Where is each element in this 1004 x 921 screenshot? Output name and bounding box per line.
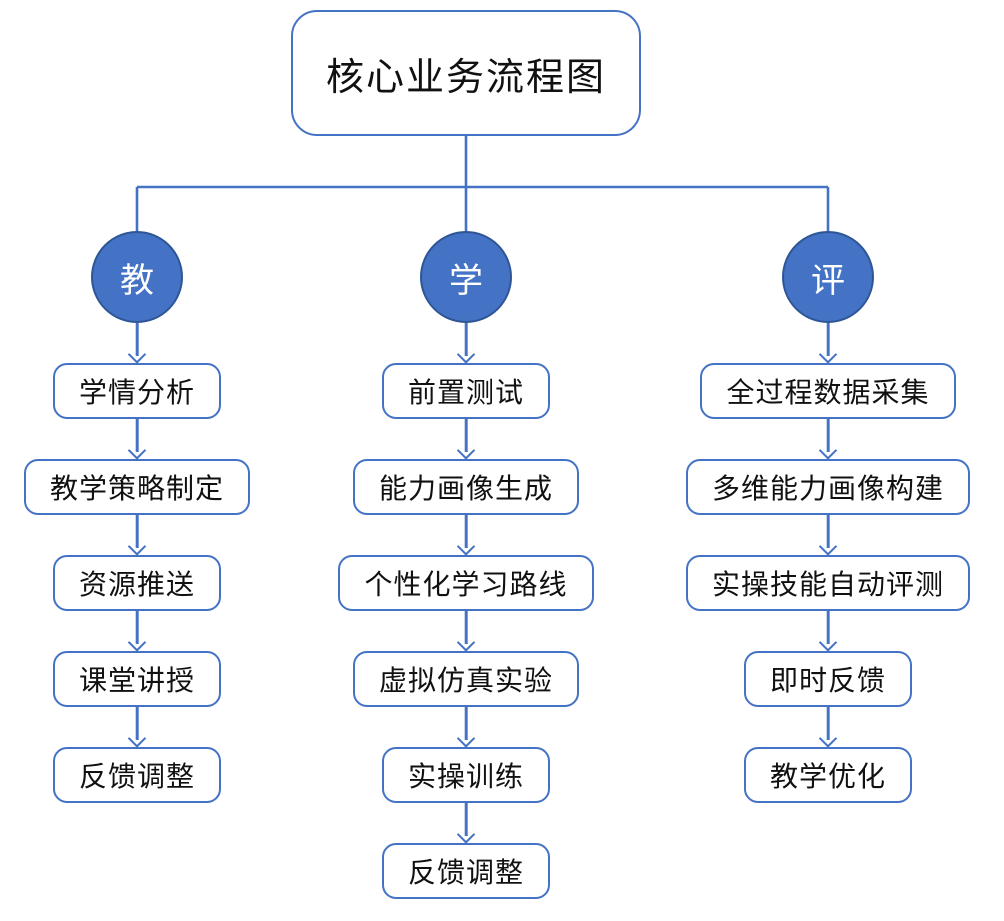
branch-teach-circle: 教 — [91, 231, 183, 323]
down-arrow-icon — [127, 707, 147, 747]
flow-step: 实操训练 — [381, 747, 550, 803]
branch-eval-circle: 评 — [782, 231, 874, 323]
down-arrow-icon — [818, 419, 838, 459]
flow-step: 前置测试 — [381, 363, 550, 419]
flow-step: 反馈调整 — [381, 843, 550, 899]
diagram-title: 核心业务流程图 — [291, 10, 641, 136]
down-arrow-icon — [818, 323, 838, 363]
flow-step: 即时反馈 — [743, 651, 912, 707]
down-arrow-icon — [456, 515, 476, 555]
down-arrow-icon — [127, 515, 147, 555]
flow-step: 实操技能自动评测 — [685, 555, 970, 611]
down-arrow-icon — [127, 419, 147, 459]
branch-learn-circle: 学 — [420, 231, 512, 323]
flow-step: 多维能力画像构建 — [685, 459, 970, 515]
flow-step: 资源推送 — [52, 555, 221, 611]
down-arrow-icon — [456, 323, 476, 363]
flow-step: 教学策略制定 — [23, 459, 250, 515]
down-arrow-icon — [127, 611, 147, 651]
down-arrow-icon — [818, 515, 838, 555]
down-arrow-icon — [456, 803, 476, 843]
flow-step: 学情分析 — [52, 363, 221, 419]
flow-step: 全过程数据采集 — [700, 363, 956, 419]
down-arrow-icon — [818, 707, 838, 747]
down-arrow-icon — [127, 323, 147, 363]
flow-step: 教学优化 — [743, 747, 912, 803]
branch-learn: 学 前置测试 能力画像生成 个性化学习路线 虚拟仿真实验 实操训练 反馈调整 — [316, 231, 616, 899]
flow-step: 个性化学习路线 — [338, 555, 594, 611]
flow-step: 虚拟仿真实验 — [352, 651, 579, 707]
down-arrow-icon — [818, 611, 838, 651]
branch-teach: 教 学情分析 教学策略制定 资源推送 课堂讲授 反馈调整 — [12, 231, 262, 803]
branch-eval: 评 全过程数据采集 多维能力画像构建 实操技能自动评测 即时反馈 教学优化 — [678, 231, 978, 803]
flow-step: 反馈调整 — [52, 747, 221, 803]
flow-step: 课堂讲授 — [52, 651, 221, 707]
down-arrow-icon — [456, 611, 476, 651]
down-arrow-icon — [456, 419, 476, 459]
down-arrow-icon — [456, 707, 476, 747]
flow-step: 能力画像生成 — [352, 459, 579, 515]
